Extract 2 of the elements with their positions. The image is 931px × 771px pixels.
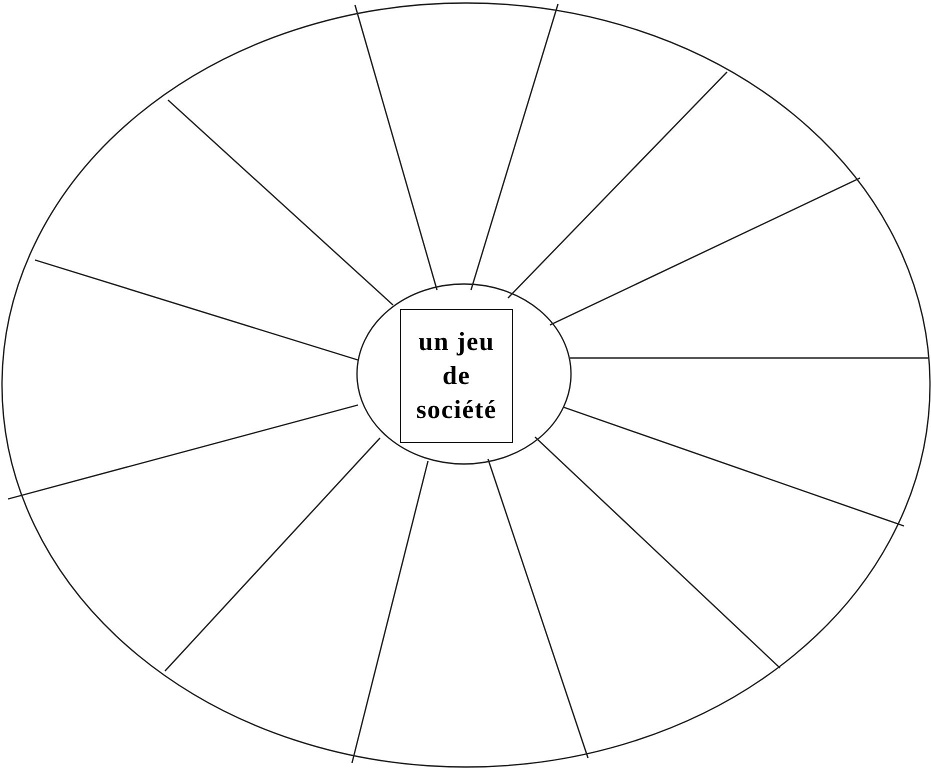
title-box (400, 309, 513, 443)
topic-text: un jeu de société (415, 326, 498, 426)
